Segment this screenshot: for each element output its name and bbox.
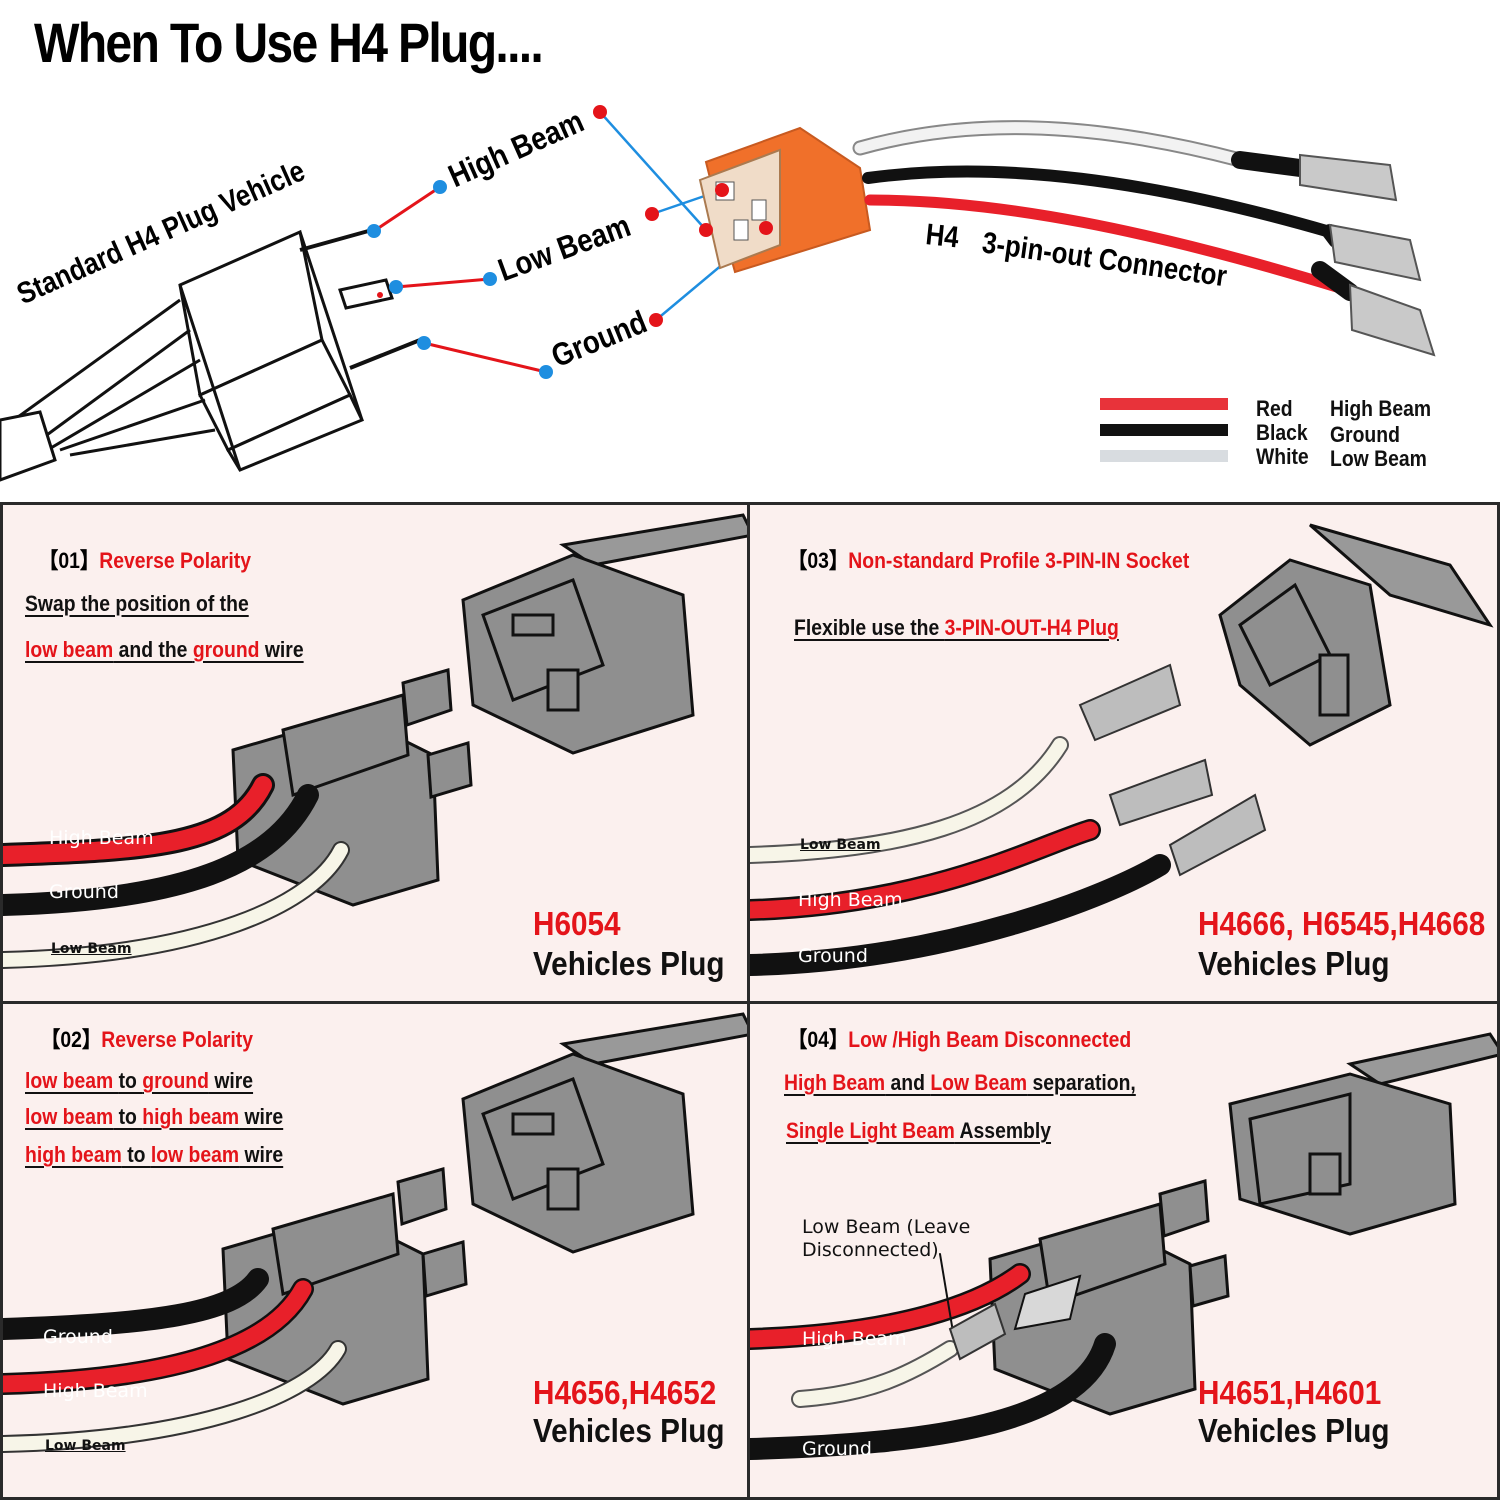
panel-04-line1: High Beam and Low Beam separation, <box>784 1070 1136 1095</box>
panel-04-wire-ground: Ground <box>802 1438 872 1460</box>
panel-03-wire-high: High Beam <box>798 889 903 911</box>
panel-01-wire-high: High Beam <box>49 827 154 849</box>
legend-white-function: Low Beam <box>1330 446 1427 471</box>
panel-03-plug: Vehicles Plug <box>1198 945 1390 982</box>
panel-03: 【03】Non-standard Profile 3-PIN-IN Socket… <box>747 502 1500 1004</box>
panel-04-model: H4651,H4601 <box>1198 1374 1382 1411</box>
plug-04 <box>988 1179 1230 1416</box>
plug-02 <box>221 1167 468 1406</box>
panel-01-line2: low beam and the ground wire <box>25 637 304 662</box>
connector-prefix: H4 <box>924 218 961 255</box>
panel-01-model: H6054 <box>533 905 621 942</box>
socket-02 <box>461 1012 747 1254</box>
panel-03-title: 【03】Non-standard Profile 3-PIN-IN Socket <box>788 548 1190 573</box>
wires-04 <box>750 1253 1116 1460</box>
terminals-03 <box>1078 663 1267 877</box>
panel-02-plug: Vehicles Plug <box>533 1412 725 1449</box>
panel-02-model: H4656,H4652 <box>533 1374 717 1411</box>
socket-03 <box>1218 523 1494 747</box>
panel-02-title: 【02】Reverse Polarity <box>41 1027 254 1052</box>
top-diagram <box>0 105 1436 482</box>
terminals <box>1299 153 1436 357</box>
panel-03-diagram <box>750 523 1494 976</box>
panel-04-plug: Vehicles Plug <box>1198 1412 1390 1449</box>
panel-01-plug: Vehicles Plug <box>533 945 725 982</box>
panel-01-wire-low: Low Beam <box>51 941 132 957</box>
wires-01 <box>3 773 350 969</box>
panel-02-wire-low: Low Beam <box>45 1438 126 1454</box>
legend-black-function: Ground <box>1330 422 1400 447</box>
wires-03 <box>750 736 1171 976</box>
panel-02: 【02】Reverse Polarity low beam to ground … <box>0 1001 750 1500</box>
legend-swatches <box>1100 398 1228 462</box>
prong-dot <box>377 292 383 298</box>
legend-red-name: Red <box>1256 396 1293 421</box>
panel-03-wire-ground: Ground <box>798 945 868 967</box>
page-title: When To Use H4 Plug.... <box>34 11 544 74</box>
legend-black-name: Black <box>1256 420 1308 445</box>
disconnect-arrow <box>1013 1274 1082 1331</box>
panel-01-wire-ground: Ground <box>49 881 119 903</box>
legend-white-name: White <box>1256 444 1309 469</box>
panel-03-wire-low: Low Beam <box>800 837 881 853</box>
panel-01-title: 【01】Reverse Polarity <box>39 548 252 573</box>
panel-01-line1: Swap the position of the <box>25 591 249 616</box>
panel-04-note: Low Beam (Leave <box>802 1216 971 1238</box>
socket-01 <box>461 513 747 755</box>
pin-dots <box>367 105 663 379</box>
panel-04-diagram <box>750 1032 1497 1460</box>
vehicle-leads <box>373 185 547 374</box>
panel-04-line2: Single Light Beam Assembly <box>786 1118 1052 1143</box>
panel-02-line3: high beam to low beam wire <box>25 1142 284 1167</box>
panel-02-line1: low beam to ground wire <box>25 1068 254 1093</box>
panel-03-line: Flexible use the 3-PIN-OUT-H4 Plug <box>794 615 1119 640</box>
panel-04-wire-high: High Beam <box>802 1328 907 1350</box>
panel-04-note2: Disconnected) <box>802 1239 939 1261</box>
panel-02-line2: low beam to high beam wire <box>25 1104 284 1129</box>
panel-04-title: 【04】Low /High Beam Disconnected <box>788 1027 1132 1052</box>
panel-01-diagram <box>3 513 747 969</box>
panel-04: 【04】Low /High Beam Disconnected High Bea… <box>747 1001 1500 1500</box>
panel-02-diagram <box>3 1012 747 1453</box>
terminal-04 <box>948 1302 1007 1361</box>
legend-red-function: High Beam <box>1330 396 1432 421</box>
vehicle-plug-outline <box>0 228 421 482</box>
panel-02-wire-ground: Ground <box>43 1326 113 1348</box>
panel-03-model: H4666, H6545,H4668 <box>1198 905 1486 942</box>
h4-connector <box>698 126 872 274</box>
panel-01: 【01】Reverse Polarity Swap the position o… <box>0 502 750 1004</box>
socket-04 <box>1228 1032 1497 1236</box>
wires-02 <box>3 1268 347 1453</box>
panel-02-wire-high: High Beam <box>43 1380 148 1402</box>
